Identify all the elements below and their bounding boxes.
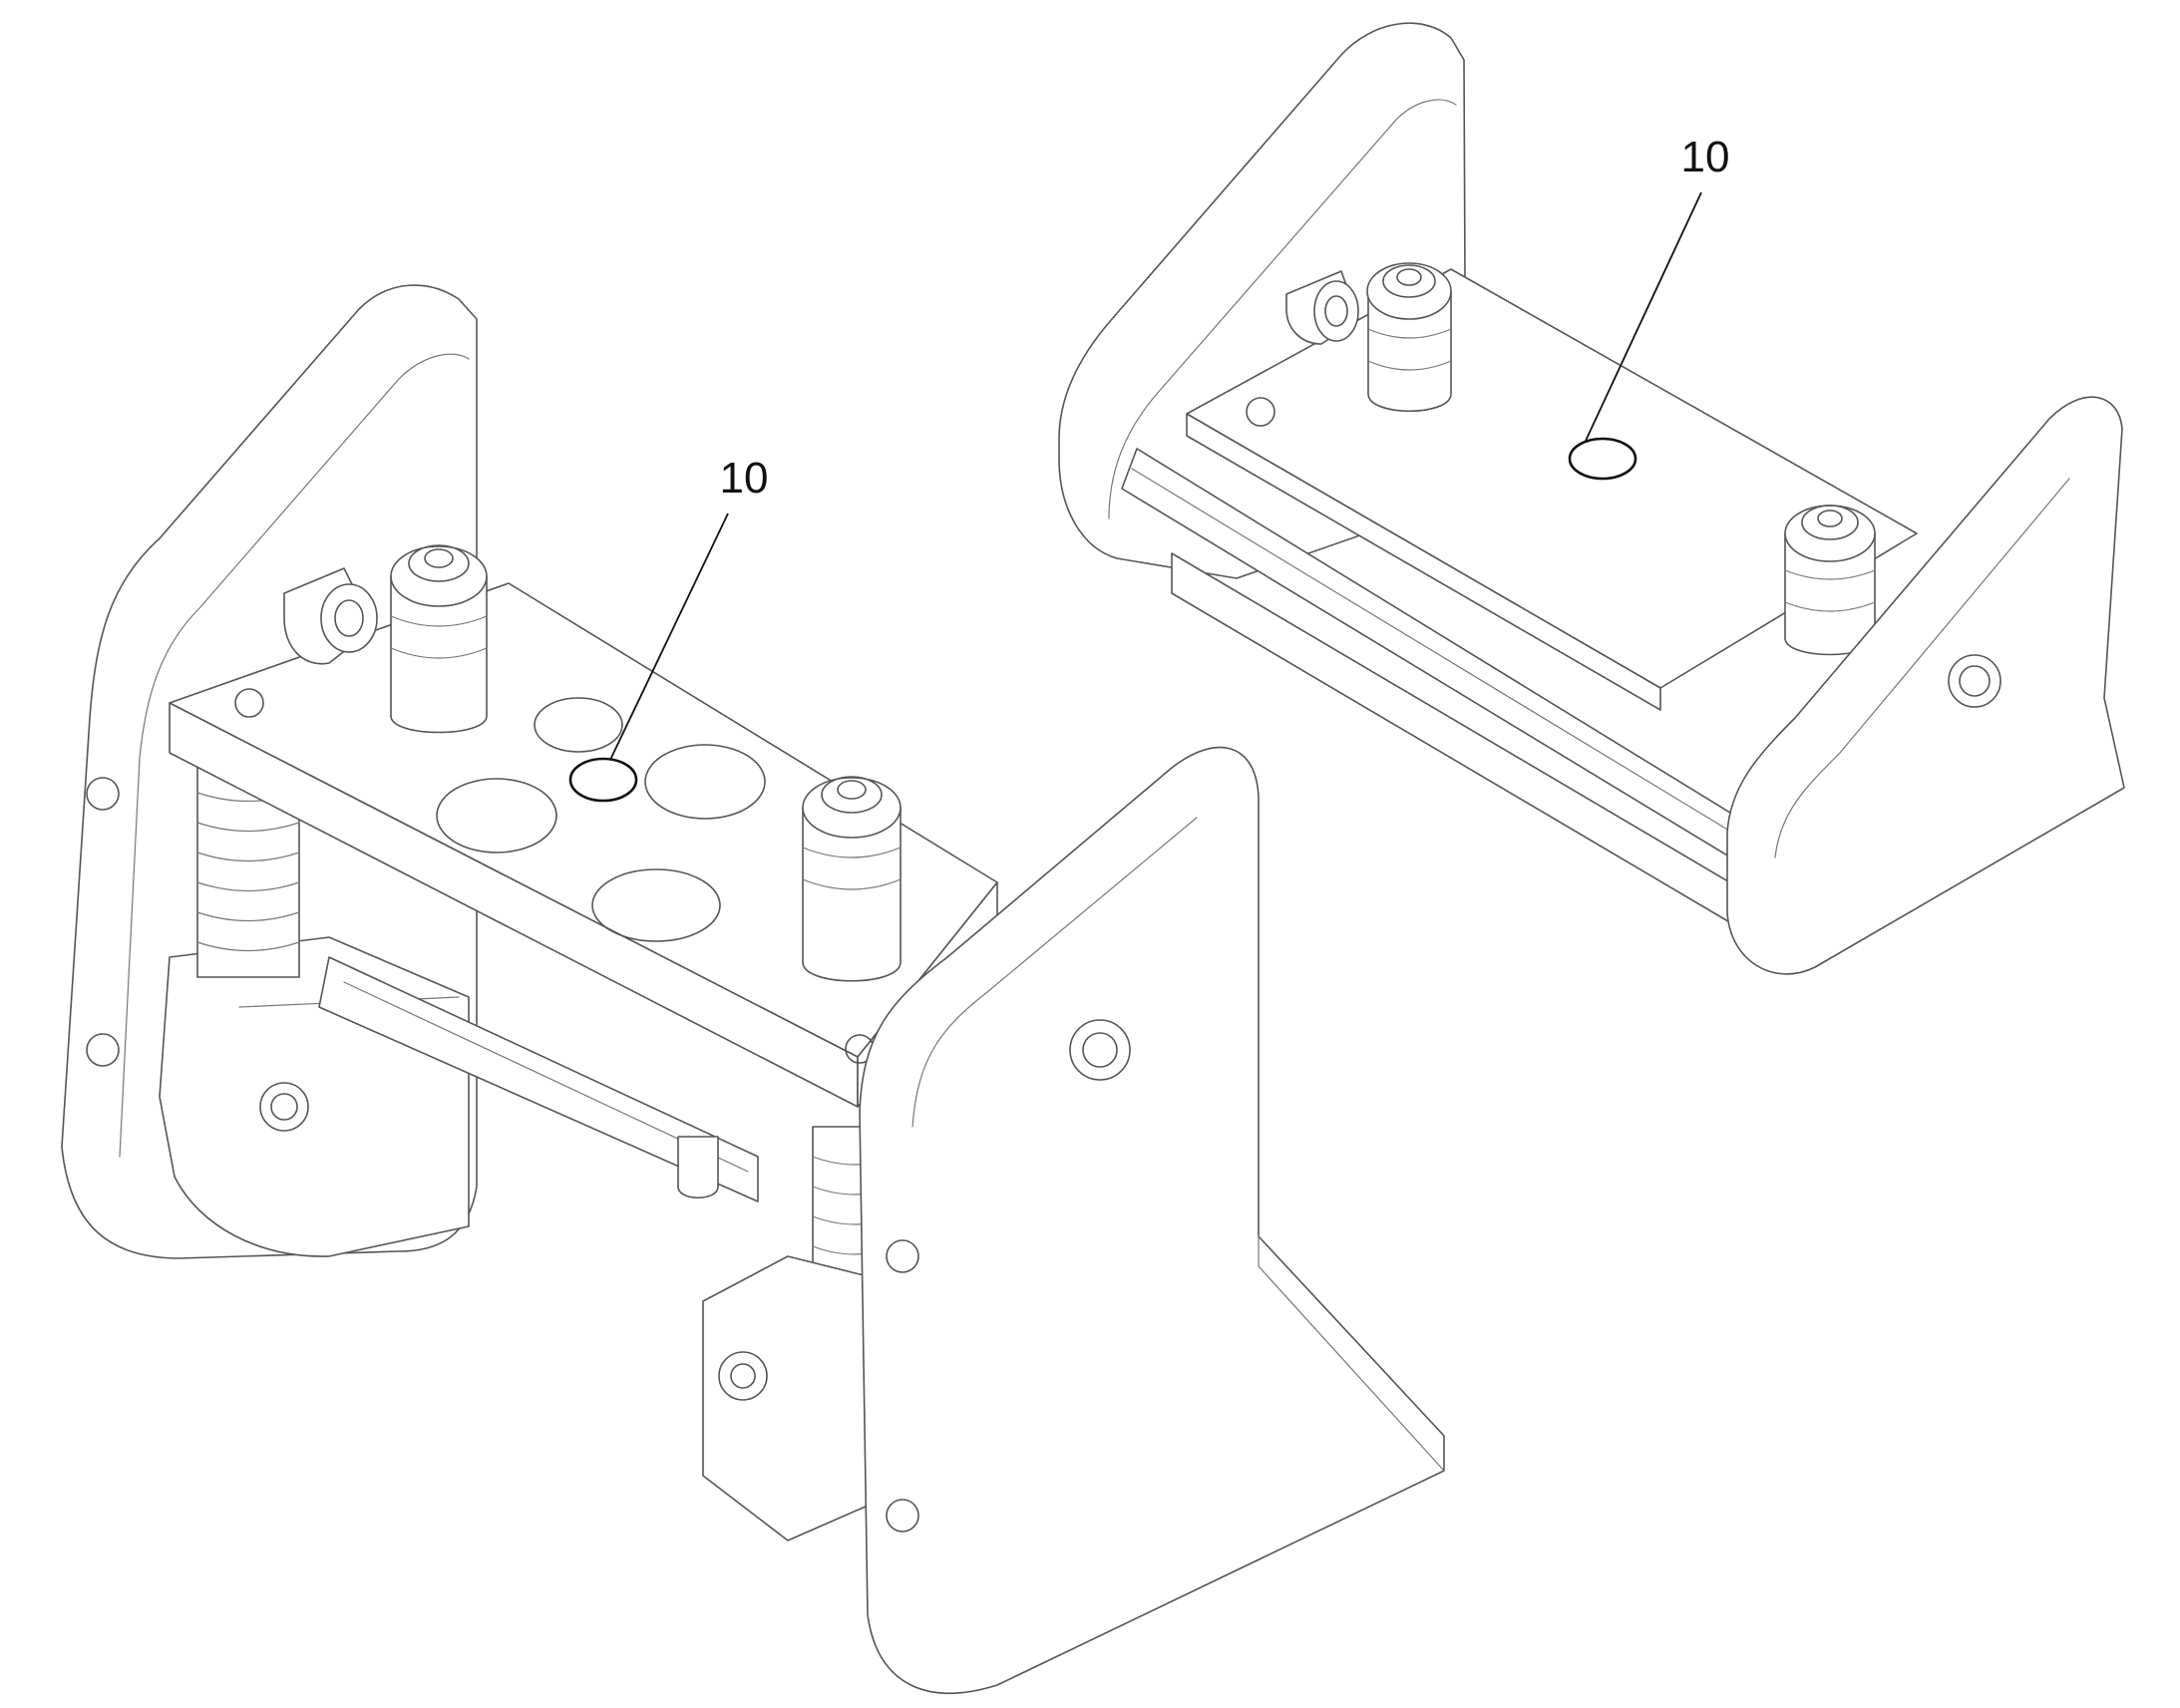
right-front-plate-bolt: [1948, 654, 2001, 708]
cross-rod: [318, 956, 759, 1202]
plate-hole-3: [591, 868, 721, 942]
leader-line-left: [609, 512, 729, 761]
plate-hole-4: [534, 697, 623, 753]
right-front-cap-screw: [1784, 505, 1876, 656]
reference-right: 10: [1585, 133, 1730, 442]
right-jaw-block: [702, 1255, 869, 1541]
reference-marker-right: [1568, 437, 1637, 481]
left-spring: [196, 767, 300, 978]
leader-line-right: [1585, 191, 1702, 442]
left-assembly: [61, 284, 1445, 1694]
small-knob: [283, 567, 378, 665]
right-small-knob: [1285, 270, 1359, 345]
front-plate-hole-lower: [886, 1499, 919, 1533]
front-plate-hole-upper: [886, 1239, 919, 1273]
plate-hole-2: [644, 744, 766, 820]
rear-plate-hole-lower: [86, 1033, 120, 1067]
front-plate-bolt: [1069, 1019, 1131, 1081]
rear-plate-hole-upper: [86, 777, 120, 811]
reference-label-right: 10: [1681, 133, 1730, 181]
left-jaw-block: [159, 936, 470, 1257]
plate-screw-left: [234, 688, 264, 718]
right-rear-cap-screw: [1366, 262, 1452, 413]
right-plate-screw: [1246, 397, 1275, 427]
reference-marker-left: [568, 757, 638, 803]
right-assembly: [1058, 22, 2125, 975]
reference-left: 10: [609, 454, 769, 761]
jaw-bolt-right: [718, 1351, 768, 1401]
lower-bolt: [677, 1136, 719, 1198]
right-front-side-plate: [1726, 396, 2125, 975]
left-front-side-plate: [859, 746, 1445, 1694]
front-cap-screw: [802, 776, 902, 982]
reference-label-left: 10: [720, 454, 769, 503]
rear-cap-screw: [390, 544, 488, 734]
plate-hole-1: [436, 778, 557, 854]
jaw-bolt-left: [259, 1082, 309, 1132]
